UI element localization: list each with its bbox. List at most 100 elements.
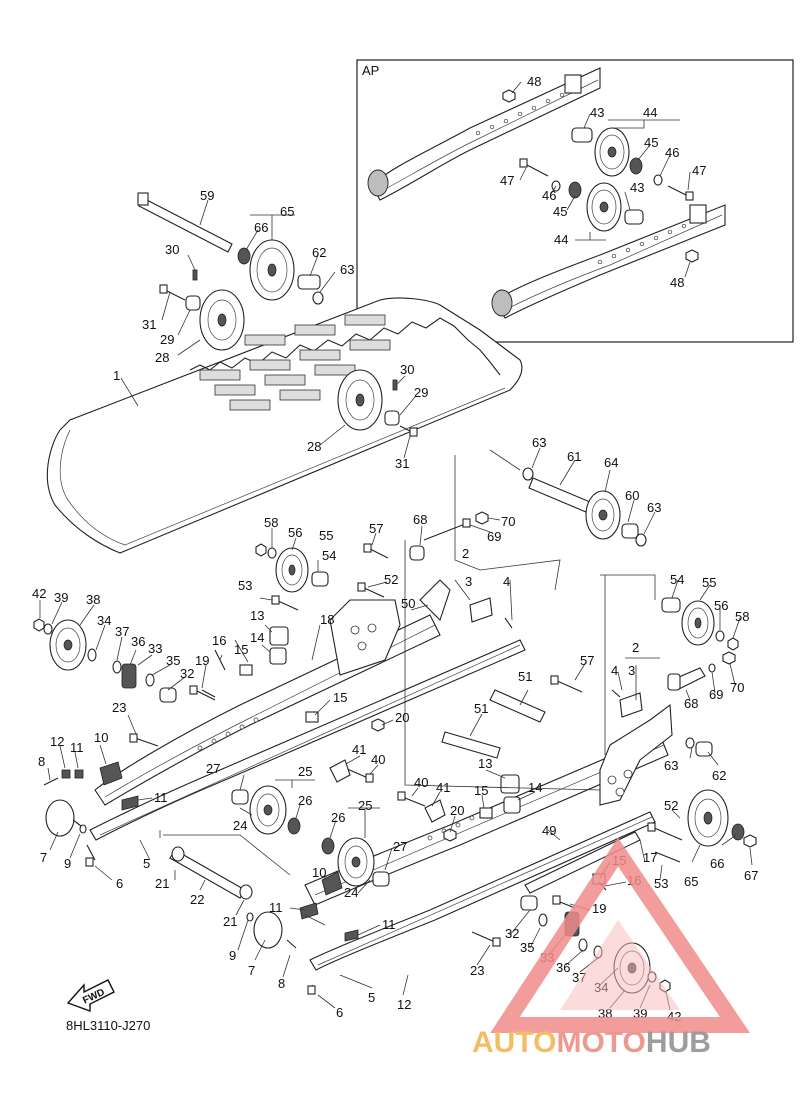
part-callout-40: 40 <box>371 752 385 767</box>
part-callout-65: 65 <box>280 204 294 219</box>
part-callout-52: 52 <box>664 798 678 813</box>
watermark-text: AUTOMOTOHUB <box>472 1026 711 1059</box>
part-callout-43: 43 <box>590 105 604 120</box>
part-callout-51: 51 <box>518 669 532 684</box>
left-parts <box>33 618 607 995</box>
part-callout-53: 53 <box>238 578 252 593</box>
part-callout-54: 54 <box>670 572 684 587</box>
part-callout-47: 47 <box>692 163 706 178</box>
upper-idlers: 59 65 66 62 63 30 31 29 28 30 29 28 31 <box>137 188 428 471</box>
part-callout-35: 35 <box>520 940 534 955</box>
part-callout-70: 70 <box>501 514 515 529</box>
part-callout-3: 3 <box>465 574 472 589</box>
part-callout-14: 14 <box>528 780 542 795</box>
part-callout-19: 19 <box>592 901 606 916</box>
part-callout-36: 36 <box>131 634 145 649</box>
part-callout-6: 6 <box>336 1005 343 1020</box>
part-callout-49: 49 <box>542 823 556 838</box>
part-callout-10: 10 <box>94 730 108 745</box>
part-callout-15: 15 <box>333 690 347 705</box>
part-callout-11: 11 <box>269 900 283 915</box>
part-callout-29: 29 <box>160 332 174 347</box>
part-callout-52: 52 <box>384 572 398 587</box>
part-callout-66: 66 <box>710 856 724 871</box>
part-callout-33: 33 <box>148 641 162 656</box>
part-callout-48: 48 <box>527 74 541 89</box>
part-callout-42: 42 <box>32 586 46 601</box>
part-callout-55: 55 <box>702 575 716 590</box>
part-callout-38: 38 <box>86 592 100 607</box>
part-callout-11: 11 <box>70 740 84 755</box>
part-callout-9: 9 <box>64 856 71 871</box>
part-callout-20: 20 <box>395 710 409 725</box>
part-callout-41: 41 <box>436 780 450 795</box>
part-callout-61: 61 <box>567 449 581 464</box>
wheel-44-upper <box>594 127 630 177</box>
part-callout-56: 56 <box>714 598 728 613</box>
part-callout-45: 45 <box>553 204 567 219</box>
part-callout-11: 11 <box>382 917 396 932</box>
part-callout-8: 8 <box>278 976 285 991</box>
part-callout-26: 26 <box>331 810 345 825</box>
part-callout-13: 13 <box>478 756 492 771</box>
part-callout-41: 41 <box>352 742 366 757</box>
part-callout-69: 69 <box>487 529 501 544</box>
part-callout-46: 46 <box>542 188 556 203</box>
part-callout-15: 15 <box>474 783 488 798</box>
part-callout-21: 21 <box>223 914 237 929</box>
part-callout-25: 25 <box>358 798 372 813</box>
part-callout-29: 29 <box>414 385 428 400</box>
part-callout-21: 21 <box>155 876 169 891</box>
part-callout-8: 8 <box>38 754 45 769</box>
part-callout-11: 11 <box>154 790 168 805</box>
part-callout-62: 62 <box>712 768 726 783</box>
part-callout-13: 13 <box>250 608 264 623</box>
part-callout-1: 1 <box>113 368 120 383</box>
part-callout-43: 43 <box>630 180 644 195</box>
part-callout-20: 20 <box>450 803 464 818</box>
inset-ap: AP <box>356 59 794 343</box>
part-callout-5: 5 <box>368 990 375 1005</box>
part-callout-14: 14 <box>250 630 264 645</box>
wheel-44-lower <box>586 182 622 232</box>
part-callout-63: 63 <box>340 262 354 277</box>
part-callout-58: 58 <box>735 609 749 624</box>
part-callout-4: 4 <box>503 574 510 589</box>
part-callout-68: 68 <box>684 696 698 711</box>
diagram-code: 8HL3110-J270 <box>66 1018 150 1033</box>
part-callout-60: 60 <box>625 488 639 503</box>
part-callout-18: 18 <box>320 612 334 627</box>
part-callout-34: 34 <box>97 613 111 628</box>
part-callout-27: 27 <box>206 761 220 776</box>
part-callout-28: 28 <box>307 439 321 454</box>
part-callout-63: 63 <box>532 435 546 450</box>
part-callout-64: 64 <box>604 455 618 470</box>
part-callout-53: 53 <box>654 876 668 891</box>
part-callout-59: 59 <box>200 188 214 203</box>
part-callout-35: 35 <box>166 653 180 668</box>
part-callout-44: 44 <box>643 105 657 120</box>
part-callout-57: 57 <box>580 653 594 668</box>
part-callout-15: 15 <box>234 642 248 657</box>
part-callout-16: 16 <box>212 633 226 648</box>
part-callout-56: 56 <box>288 525 302 540</box>
part-callout-10: 10 <box>312 865 326 880</box>
part-callout-26: 26 <box>298 793 312 808</box>
part-callout-3: 3 <box>628 663 635 678</box>
part-callout-44: 44 <box>554 232 568 247</box>
part-callout-65: 65 <box>684 874 698 889</box>
part-callout-62: 62 <box>312 245 326 260</box>
part-callout-4: 4 <box>611 663 618 678</box>
part-callout-36: 36 <box>556 960 570 975</box>
fwd-label: FWD <box>81 987 106 1007</box>
watermark-logo: AUTOMOTOHUB <box>472 837 751 1059</box>
part-callout-31: 31 <box>395 456 409 471</box>
part-callout-32: 32 <box>180 666 194 681</box>
part-callout-70: 70 <box>730 680 744 695</box>
part-callout-67: 67 <box>744 868 758 883</box>
part-callout-23: 23 <box>112 700 126 715</box>
part-callout-57: 57 <box>369 521 383 536</box>
part-callout-2: 2 <box>462 546 469 561</box>
part-callout-30: 30 <box>400 362 414 377</box>
